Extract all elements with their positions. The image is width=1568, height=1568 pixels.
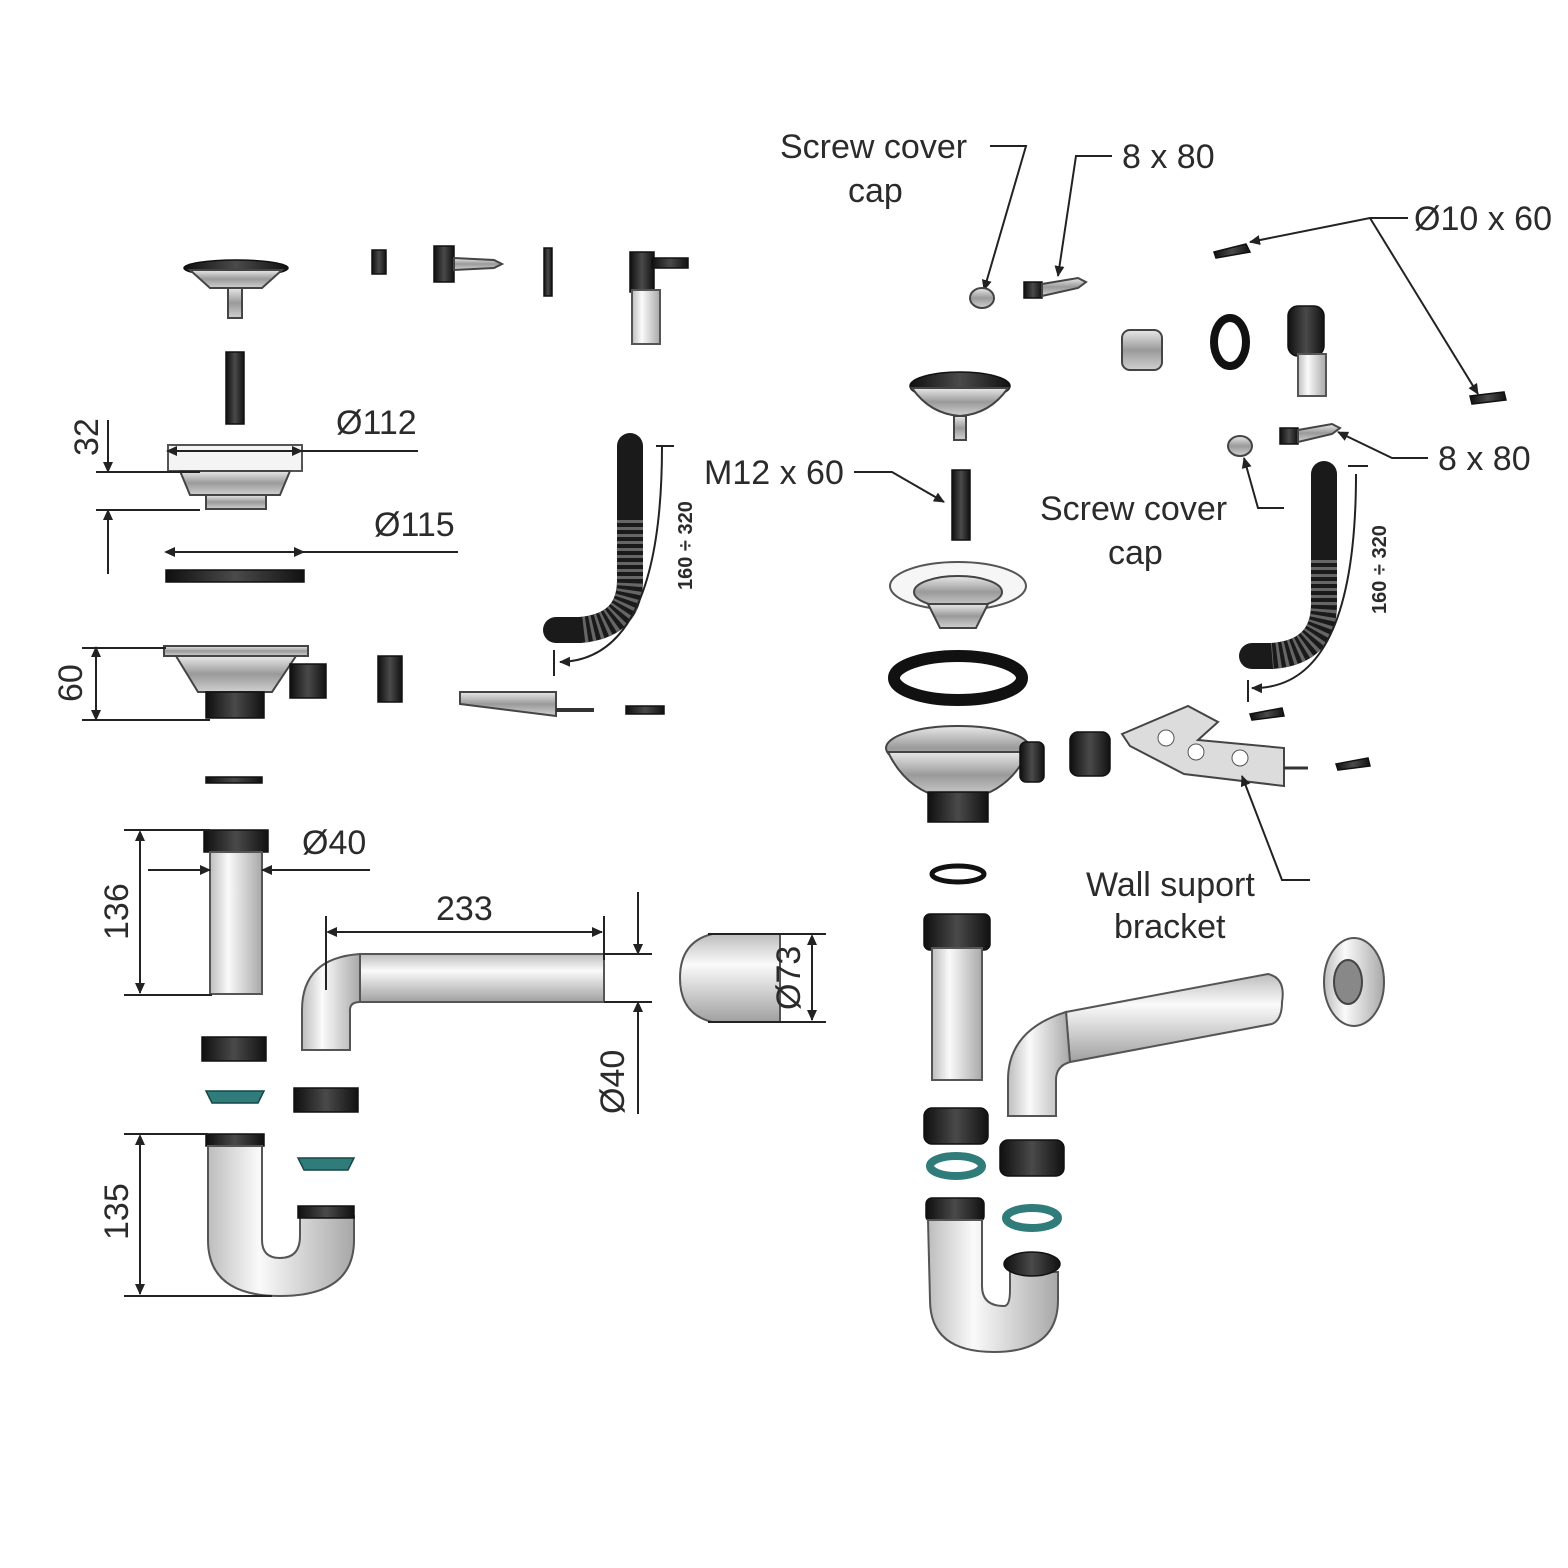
- nut-bracket-part: [1069, 731, 1111, 777]
- dowel-small-part: [625, 705, 665, 715]
- right-exploded-view: Screw cover cap 8 x 80 Ø10 x 60 M12: [704, 128, 1552, 1354]
- label-wall-bracket-1: Wall suport: [1086, 866, 1255, 904]
- nut-trap-left-part: [201, 1036, 267, 1062]
- sink-flange-right-part: [889, 561, 1027, 629]
- sink-body-right-part: [885, 725, 1045, 823]
- bolt-part: [225, 351, 245, 425]
- washer-right-part: [929, 863, 987, 885]
- nut-trap-right-part: [293, 1087, 359, 1113]
- overflow-elbow-part: [629, 251, 689, 345]
- left-dimension-drawing: Ø112 32 Ø115 60 160 ÷ 320: [52, 245, 826, 1298]
- p-trap-left-part: [205, 1133, 355, 1298]
- label-wall-bracket-2: bracket: [1114, 908, 1226, 946]
- dim-h135: 135: [98, 1183, 136, 1240]
- label-dowel-10x60: Ø10 x 60: [1414, 200, 1552, 238]
- dim-h60: 60: [52, 664, 90, 702]
- strainer-basket-part: [167, 444, 303, 510]
- dowel-10x60-top-part: [1213, 243, 1252, 259]
- strainer-plug-part: [183, 259, 289, 319]
- dim-hose-right: 160 ÷ 320: [1369, 525, 1391, 614]
- rubber-seal-right-part: [888, 650, 1028, 706]
- dim-hose-left: 160 ÷ 320: [675, 501, 697, 590]
- overflow-ring-part: [1210, 314, 1250, 370]
- flexible-hose-left-part: [543, 433, 643, 643]
- dim-d40-outlet: Ø40: [594, 1050, 632, 1114]
- label-screw-8x80-top: 8 x 80: [1122, 138, 1215, 176]
- p-trap-right-part: [925, 1197, 1061, 1354]
- dowel-bracket-right-part: [1335, 757, 1371, 771]
- dim-h136: 136: [98, 883, 136, 940]
- dowel-bracket-upper-part: [1249, 707, 1285, 721]
- nut-trap-right-b-part: [999, 1139, 1065, 1177]
- strainer-basket-right-part: [909, 371, 1011, 441]
- flange-ring-part: [165, 569, 305, 583]
- sink-waste-body-part: [163, 645, 327, 719]
- gasket-trap-right-b-part: [1002, 1204, 1062, 1232]
- nut-small-part: [371, 249, 387, 275]
- lock-nut-part: [377, 655, 403, 703]
- vertical-tube-right-part: [923, 913, 991, 1081]
- washer-thin-part: [205, 776, 263, 784]
- label-screw-cover-cap-top-1: Screw cover: [780, 128, 967, 166]
- label-screw-cover-cap-top-2: cap: [848, 172, 903, 210]
- dim-h32: 32: [68, 418, 106, 456]
- bracket-small-part: [459, 691, 594, 718]
- vertical-tube-part: [203, 829, 269, 995]
- outlet-elbow-right-part: [1007, 972, 1284, 1117]
- dim-d40-tube: Ø40: [302, 824, 366, 862]
- rosette-right-part: [1323, 937, 1385, 1027]
- gasket-trap-right-a-part: [926, 1152, 986, 1180]
- dowel-10x60-right-part: [1469, 391, 1507, 405]
- outlet-elbow-part: [301, 952, 605, 1051]
- overflow-nut-part: [1121, 329, 1163, 371]
- overflow-elbow-right-part: [1287, 305, 1327, 397]
- dim-d115: Ø115: [374, 506, 455, 544]
- gasket-trap-left-part: [204, 1090, 266, 1104]
- bolt-m12x60-part: [951, 469, 971, 541]
- label-screw-8x80-right: 8 x 80: [1438, 440, 1531, 478]
- label-bolt-m12x60: M12 x 60: [704, 454, 844, 492]
- label-screw-cover-cap-mid-1: Screw cover: [1040, 490, 1227, 528]
- screw-cover-cap-top-part: [969, 287, 995, 309]
- screw-8x80-top-part: [1023, 276, 1088, 299]
- dim-d73: Ø73: [770, 946, 808, 1010]
- gasket-thin-part: [543, 247, 553, 297]
- wall-bracket-part: [1120, 704, 1308, 788]
- dim-d112: Ø112: [336, 404, 417, 442]
- nut-trap-right-a-part: [923, 1107, 989, 1145]
- screw-8x80-right-part: [1279, 422, 1342, 445]
- screw-cover-cap-mid-part: [1227, 435, 1253, 457]
- label-screw-cover-cap-mid-2: cap: [1108, 534, 1163, 572]
- flexible-hose-right-part: [1239, 461, 1337, 669]
- dim-len233: 233: [436, 890, 493, 928]
- overflow-screw-part: [433, 245, 505, 283]
- gasket-trap-right-part: [296, 1157, 356, 1171]
- rosette-part: [678, 933, 781, 1023]
